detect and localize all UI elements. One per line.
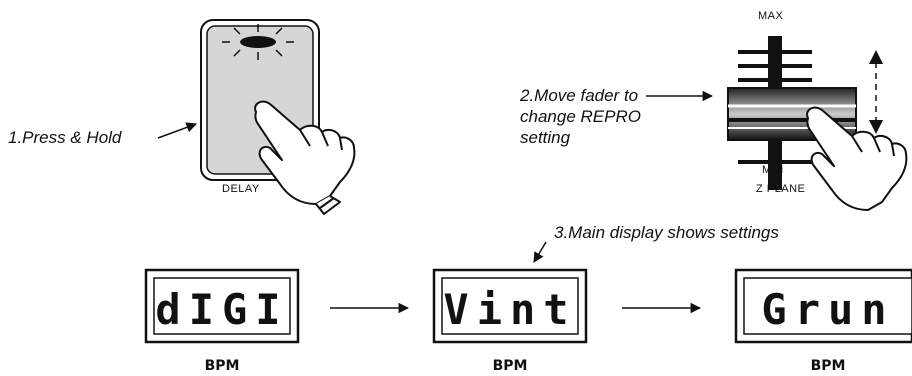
bpm-label-3: BPM — [811, 358, 846, 374]
fader-hand-icon — [806, 106, 908, 211]
step1-caption: 1.Press & Hold — [8, 128, 122, 147]
pointing-hand-icon — [254, 100, 356, 215]
step2-caption-line2: change REPRO — [520, 107, 641, 126]
lcd-display-3 — [734, 268, 912, 344]
led-icon — [222, 24, 294, 60]
lcd-text-1: dIGI — [155, 285, 288, 334]
fader-min-label: MIN — [762, 164, 784, 176]
fader-max-label: MAX — [758, 10, 784, 22]
delay-button-label: DELAY — [222, 183, 260, 195]
step2-caption-line3: setting — [520, 128, 571, 147]
lcd-text-3: Grun — [761, 285, 894, 334]
double-arrow-icon — [869, 50, 883, 134]
arrow-icon — [533, 241, 547, 263]
bpm-label-2: BPM — [493, 358, 528, 374]
fader-name-label: Z PLANE — [756, 183, 806, 195]
lcd-display-2 — [432, 268, 588, 344]
bpm-label-1: BPM — [205, 358, 240, 374]
step3-caption: 3.Main display shows settings — [554, 223, 779, 242]
arrow-icon — [157, 122, 197, 139]
step2-caption-line1: 2.Move fader to — [520, 86, 639, 105]
lcd-display-1 — [144, 268, 300, 344]
lcd-text-2: Vint — [443, 285, 576, 334]
